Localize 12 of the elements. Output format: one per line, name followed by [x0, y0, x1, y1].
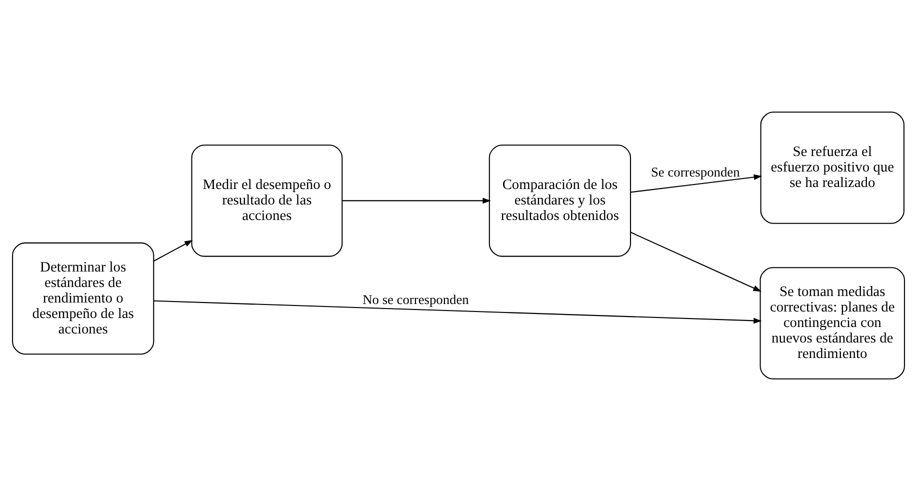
node-box: Comparación de los estándares y los resultados obtenidos [488, 144, 632, 256]
arrow [154, 240, 193, 261]
node-box: Determinar los estándares de rendimiento o desempeño de las acciones [12, 242, 154, 354]
node-box: Medir el desempeño o resultado de las acciones [191, 144, 343, 256]
node-box: Se toman medidas correctivas: planes de contingencia con nuevos estándares de rendimiento [760, 266, 905, 379]
edge-label: No se corresponden [362, 292, 469, 307]
arrow [342, 197, 491, 204]
arrow [630, 231, 762, 292]
arrow [154, 300, 762, 324]
edge-label: Se corresponden [651, 164, 740, 179]
node-box: Se refuerza el esfuerzo positivo que se ha realizado [760, 111, 904, 224]
arrow [630, 174, 762, 192]
